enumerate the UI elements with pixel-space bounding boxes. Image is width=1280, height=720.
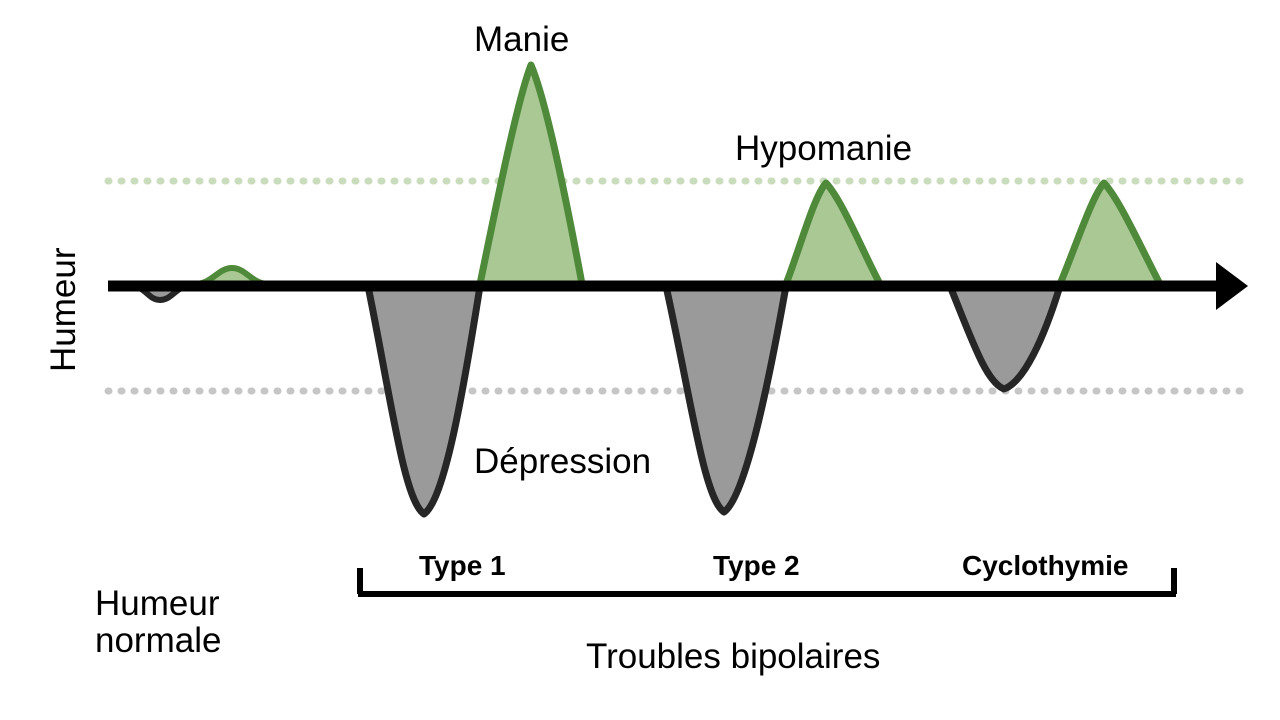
label-depression: Dépression [474, 442, 652, 481]
time-axis [108, 262, 1248, 310]
episode-type2-depression [662, 282, 790, 516]
episode-type2-hypomania [782, 179, 884, 288]
episode-cyclo-hypomania [1056, 179, 1164, 288]
label-troubles-bipolaires: Troubles bipolaires [586, 637, 881, 676]
episode-cyclo-depression [946, 282, 1064, 393]
mania-episodes [192, 61, 1164, 288]
label-cyclothymie: Cyclothymie [962, 550, 1129, 581]
episode-type1-depression [364, 282, 484, 518]
episode-type1-mania [476, 61, 586, 288]
label-humeur-normale-line2: normale [95, 620, 222, 660]
label-hypomanie: Hypomanie [735, 129, 913, 168]
depression-episodes [127, 282, 1064, 518]
axis-arrowhead [1216, 262, 1248, 310]
label-humeur-normale-line1: Humeur [95, 584, 220, 623]
label-type-1: Type 1 [419, 550, 506, 581]
label-manie: Manie [474, 20, 570, 59]
axis-label-humeur: Humeur [44, 247, 83, 372]
label-type-2: Type 2 [713, 550, 800, 581]
bipolar-span-bracket [357, 568, 1177, 597]
label-humeur-normale: Humeur normale [95, 584, 222, 660]
